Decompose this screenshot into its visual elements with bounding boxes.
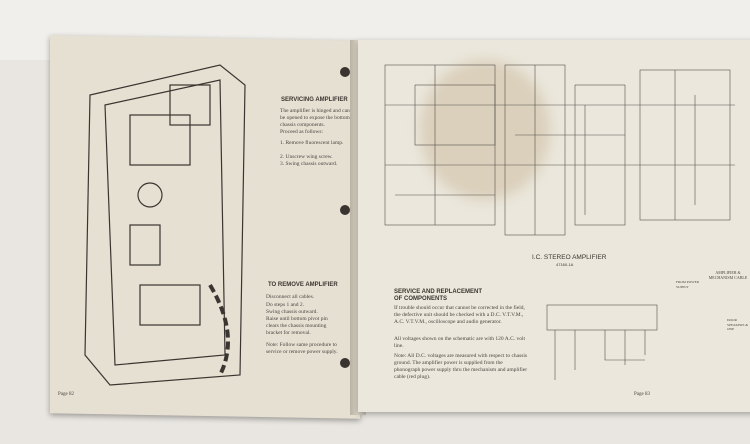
page-number-left: Page 82	[58, 392, 74, 397]
binding-hole	[340, 67, 350, 77]
servicing-step: 1. Remove fluorescent lamp.	[280, 140, 344, 146]
service-paragraph: If trouble should occur that cannot be c…	[394, 305, 525, 325]
remove-title: TO REMOVE AMPLIFIER	[268, 282, 338, 288]
right-page	[358, 40, 750, 412]
servicing-step: 2. Unscrew wing screw.	[280, 154, 333, 160]
remove-line: Disconnect all cables.	[266, 294, 315, 300]
service-paragraph: All voltages shown on the schematic are …	[394, 336, 526, 349]
wiring-diagram	[546, 304, 658, 380]
power-label: FROM POWER SUPPLY	[676, 280, 700, 289]
amplifier-illustration	[84, 64, 246, 386]
service-note: Note: All D.C. voltages are measured wit…	[394, 353, 528, 380]
cable-label: AMPLIFIER & MECHANISM CABLE	[708, 270, 748, 280]
remove-line: Raise until bottom pivot pin clears the …	[266, 316, 328, 336]
servicing-proceed: Proceed as follows:	[280, 129, 324, 135]
remove-line: Do steps 1 and 2.	[266, 302, 305, 308]
binding-hole	[340, 205, 350, 215]
service-title: SERVICE AND REPLACEMENT	[394, 289, 483, 295]
remove-note: Note: Follow same procedure to service o…	[266, 342, 338, 355]
binding-hole	[340, 358, 350, 368]
speakers-label: DOOR SPEAKERS & ONE	[727, 318, 749, 331]
water-stain	[420, 60, 550, 200]
service-title-2: OF COMPONENTS	[394, 296, 448, 302]
servicing-intro: The amplifier is hinged and can be opene…	[280, 108, 350, 128]
remove-line: Swing chassis outward.	[266, 309, 318, 315]
page-number-right: Page 83	[634, 392, 650, 397]
schematic-subtitle: 47160-1A	[556, 262, 574, 267]
schematic-diagram	[384, 64, 735, 236]
schematic-title: I.C. STEREO AMPLIFIER	[532, 254, 607, 261]
servicing-title: SERVICING AMPLIFIER	[281, 97, 348, 103]
servicing-step: 3. Swing chassis outward.	[280, 161, 338, 167]
